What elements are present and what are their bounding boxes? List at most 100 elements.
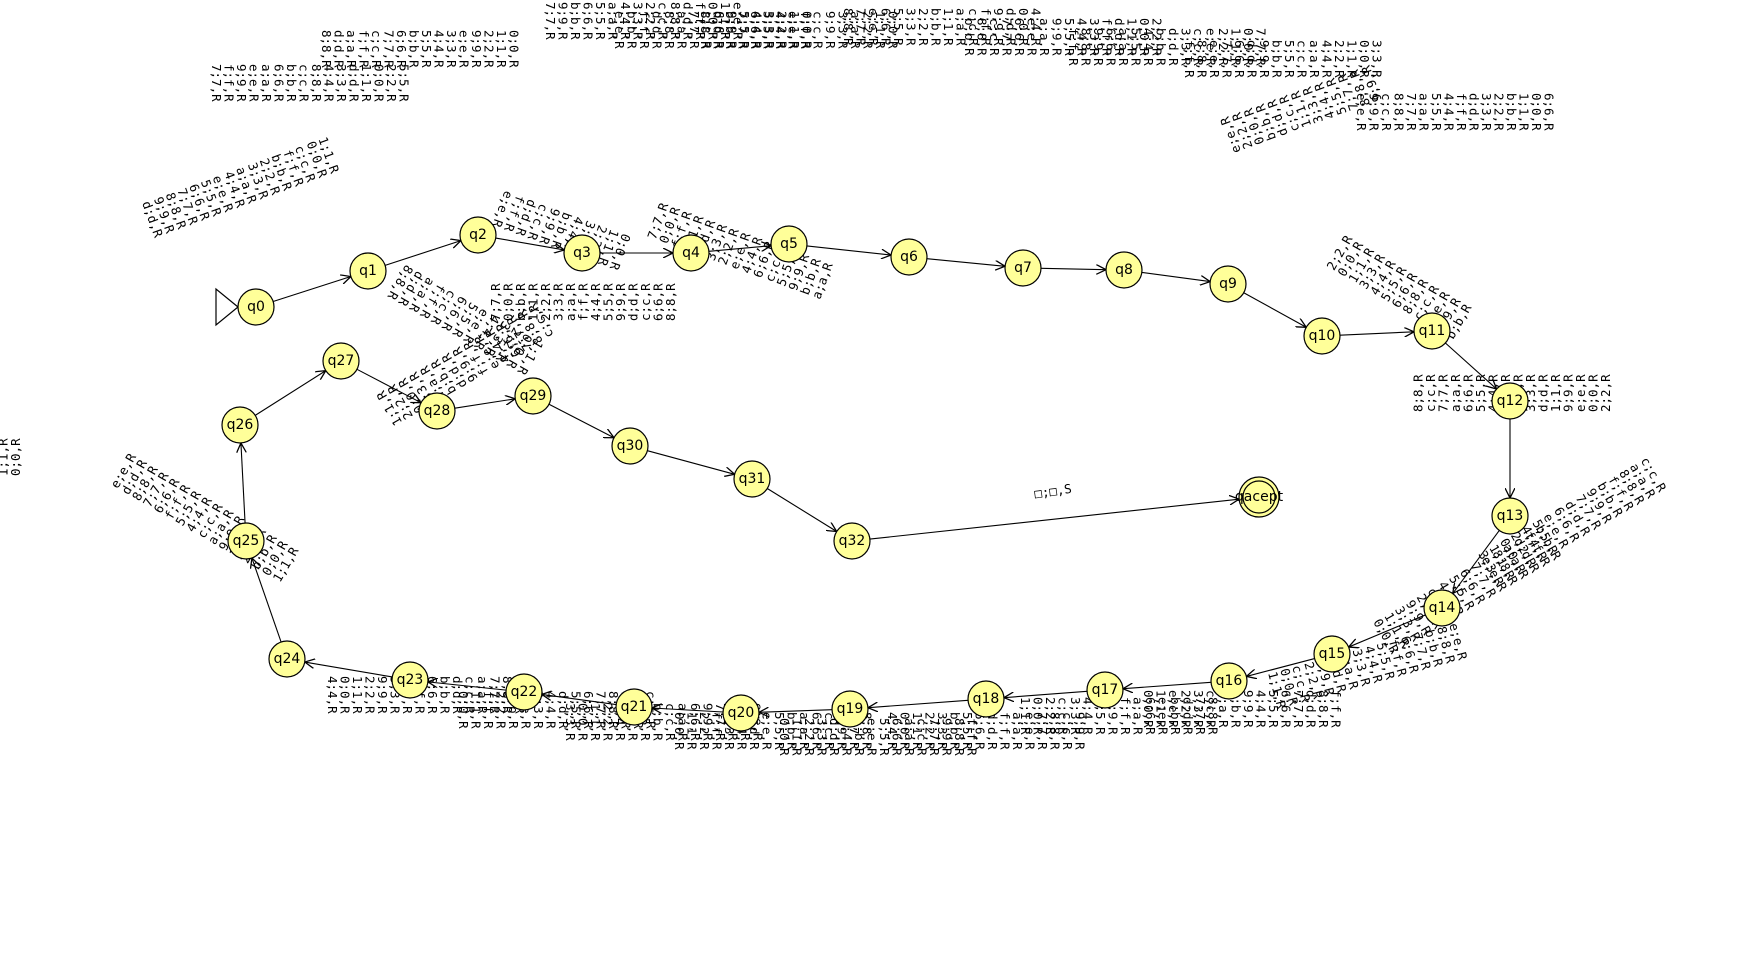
state-q18[interactable]: q18 [967, 680, 1005, 718]
state-q31[interactable]: q31 [733, 460, 771, 498]
transition-rule: 9;9,R [1241, 690, 1256, 728]
state-q8[interactable]: q8 [1105, 251, 1143, 289]
state-q12[interactable]: q12 [1491, 382, 1529, 420]
state-q2[interactable]: q2 [459, 216, 497, 254]
state-q7[interactable]: q7 [1004, 249, 1042, 287]
transition-arrow-q30-q31 [647, 450, 734, 475]
state-q19[interactable]: q19 [831, 690, 869, 728]
transition-rule: 4;4,R [1075, 18, 1090, 56]
transition-rule: 8;8,R [1195, 40, 1210, 78]
transition-rule: 9;9,R [940, 718, 955, 756]
state-circle [733, 460, 771, 498]
state-q0[interactable]: q0 [237, 288, 275, 326]
transition-label-q28_q29: e;e,Rf;f,Rd;d,Rc;c,R9;9,Rb;b,R4;4,R3;3,R… [489, 189, 634, 273]
state-q26[interactable]: q26 [221, 406, 259, 444]
transition-rule: c;c,R [1204, 690, 1219, 728]
state-label: q23 [397, 672, 424, 688]
transition-arrow-q8-q9 [1141, 271, 1210, 281]
state-q30[interactable]: q30 [611, 427, 649, 465]
transition-rule: c;c,R [656, 2, 671, 40]
transition-rule: b;b,R [852, 718, 867, 756]
transition-rule: 1;1,R [1229, 28, 1244, 66]
state-circle [831, 690, 869, 728]
transition-rule: 9;9,R [1050, 18, 1065, 56]
state-q14[interactable]: q14 [1423, 589, 1461, 627]
state-q6[interactable]: q6 [890, 238, 928, 276]
state-label: q17 [1092, 682, 1119, 698]
transition-rule: 1;1,R [588, 703, 603, 741]
state-q1[interactable]: q1 [349, 252, 387, 290]
state-q22[interactable]: q22 [505, 673, 543, 711]
state-q20[interactable]: q20 [722, 694, 760, 732]
transition-arrow-q1-q2 [384, 241, 461, 266]
state-q23[interactable]: q23 [391, 661, 429, 699]
transition-rule: b;b,R [568, 2, 583, 40]
state-label: q29 [520, 388, 547, 404]
transition-rule: a;a,R [1216, 690, 1231, 728]
transition-rule: 9;9,R [1257, 40, 1272, 78]
state-q29[interactable]: q29 [514, 377, 552, 415]
state-q17[interactable]: q17 [1086, 671, 1124, 709]
transition-label-q16_q17: 0;0,R1;1,Re;e,R2;2,R3;3,Rc;c,Ra;a,Rb;b,R… [1141, 690, 1344, 728]
state-q27[interactable]: q27 [322, 342, 360, 380]
state-q4[interactable]: q4 [672, 234, 710, 272]
state-q3[interactable]: q3 [563, 234, 601, 272]
transition-rule: 7;7,R [736, 11, 751, 49]
state-q21[interactable]: q21 [615, 688, 653, 726]
transition-rule: 4;4,R [750, 11, 765, 49]
transition-label-q3_q4: e;e,Rb;b,Rf;f,Rd;d,R8;8,Ra;a,R7;7,Rc;c,R… [612, 11, 815, 49]
state-label: q21 [621, 699, 648, 715]
states-layer: q0 q1 q2 q3 q4 q5 q6 q7 q8 q9 q10 q11 q12 q13 q14 q15 q1… [215, 216, 1529, 732]
state-label: q25 [233, 533, 260, 549]
transition-arrow-q15-q16 [1246, 658, 1315, 677]
state-circle [722, 694, 760, 732]
transition-rule: 3;3,R [762, 11, 777, 49]
state-label: q5 [780, 236, 798, 252]
state-q5[interactable]: q5 [770, 225, 808, 263]
state-q32[interactable]: q32 [833, 522, 871, 560]
transition-rule: 4;4,R [1442, 93, 1457, 131]
transition-rule: 2;2,R [861, 11, 876, 49]
state-qacept[interactable]: qacept [1235, 476, 1284, 518]
transition-rule: a;a,R [344, 30, 359, 68]
state-q16[interactable]: q16 [1210, 662, 1248, 700]
transition-rule: 3;3,R [904, 8, 919, 46]
state-q10[interactable]: q10 [1303, 317, 1341, 355]
transition-rule: 7;7,R [1436, 374, 1451, 412]
transition-rule: d;d,R [1166, 28, 1181, 66]
transition-rule: 8;8,R [698, 11, 713, 49]
transition-rule: 4;4,R [1254, 690, 1269, 728]
state-q9[interactable]: q9 [1209, 265, 1247, 303]
transition-rule: f;f,R [1329, 690, 1344, 728]
transition-rule: 1;1,R [873, 11, 888, 49]
transition-rule: f;f,R [1182, 40, 1197, 78]
transition-rule: e;e,R [457, 30, 472, 68]
transition-rule: 0;0,R [800, 11, 815, 49]
state-circle [1491, 382, 1529, 420]
state-circle [1004, 249, 1042, 287]
transition-rule: 5;5,R [1266, 690, 1281, 728]
transition-rule: 4;4,R [588, 283, 603, 321]
state-q25[interactable]: q25 [227, 522, 265, 560]
transition-rule: e;e,R [760, 712, 775, 750]
transition-rule: 2;2,R [1332, 40, 1347, 78]
transition-label-q27_q28: 8;8,Rd;d,Ra;a,Rf;f,Rc;c,R6;6,R5;5,Re;e,R… [384, 263, 546, 378]
state-q13[interactable]: q13 [1491, 497, 1529, 535]
transition-rule: 4;4,R [432, 30, 447, 68]
state-label: q26 [227, 417, 254, 433]
transition-rule: c;c,R [822, 712, 837, 750]
state-q15[interactable]: q15 [1313, 635, 1351, 673]
state-q28[interactable]: q28 [418, 392, 456, 430]
state-label: q1 [359, 263, 377, 279]
transition-rule: 7;7,R [543, 2, 558, 40]
transition-rule: b;b,R [929, 8, 944, 46]
state-label: q6 [900, 249, 918, 265]
state-q24[interactable]: q24 [268, 640, 306, 678]
transition-rule: 3;3,R [935, 712, 950, 750]
transition-label-q19_q20: 0;0,R1;1,R2;2,R3;3,Rd;d,R4;4,Rb;b,Re;e,R… [777, 718, 980, 756]
transition-label-q14_q15: 0;0,R1;1,R3;3,R9;9,R2;2,Rc;c,R4;4,R5;5,R… [1370, 522, 1564, 656]
transition-rule: c;c,R [1295, 40, 1310, 78]
transition-rule: 5;5,R [960, 712, 975, 750]
state-q11[interactable]: q11 [1413, 312, 1451, 350]
transition-rule: 7;7,R [488, 676, 503, 714]
